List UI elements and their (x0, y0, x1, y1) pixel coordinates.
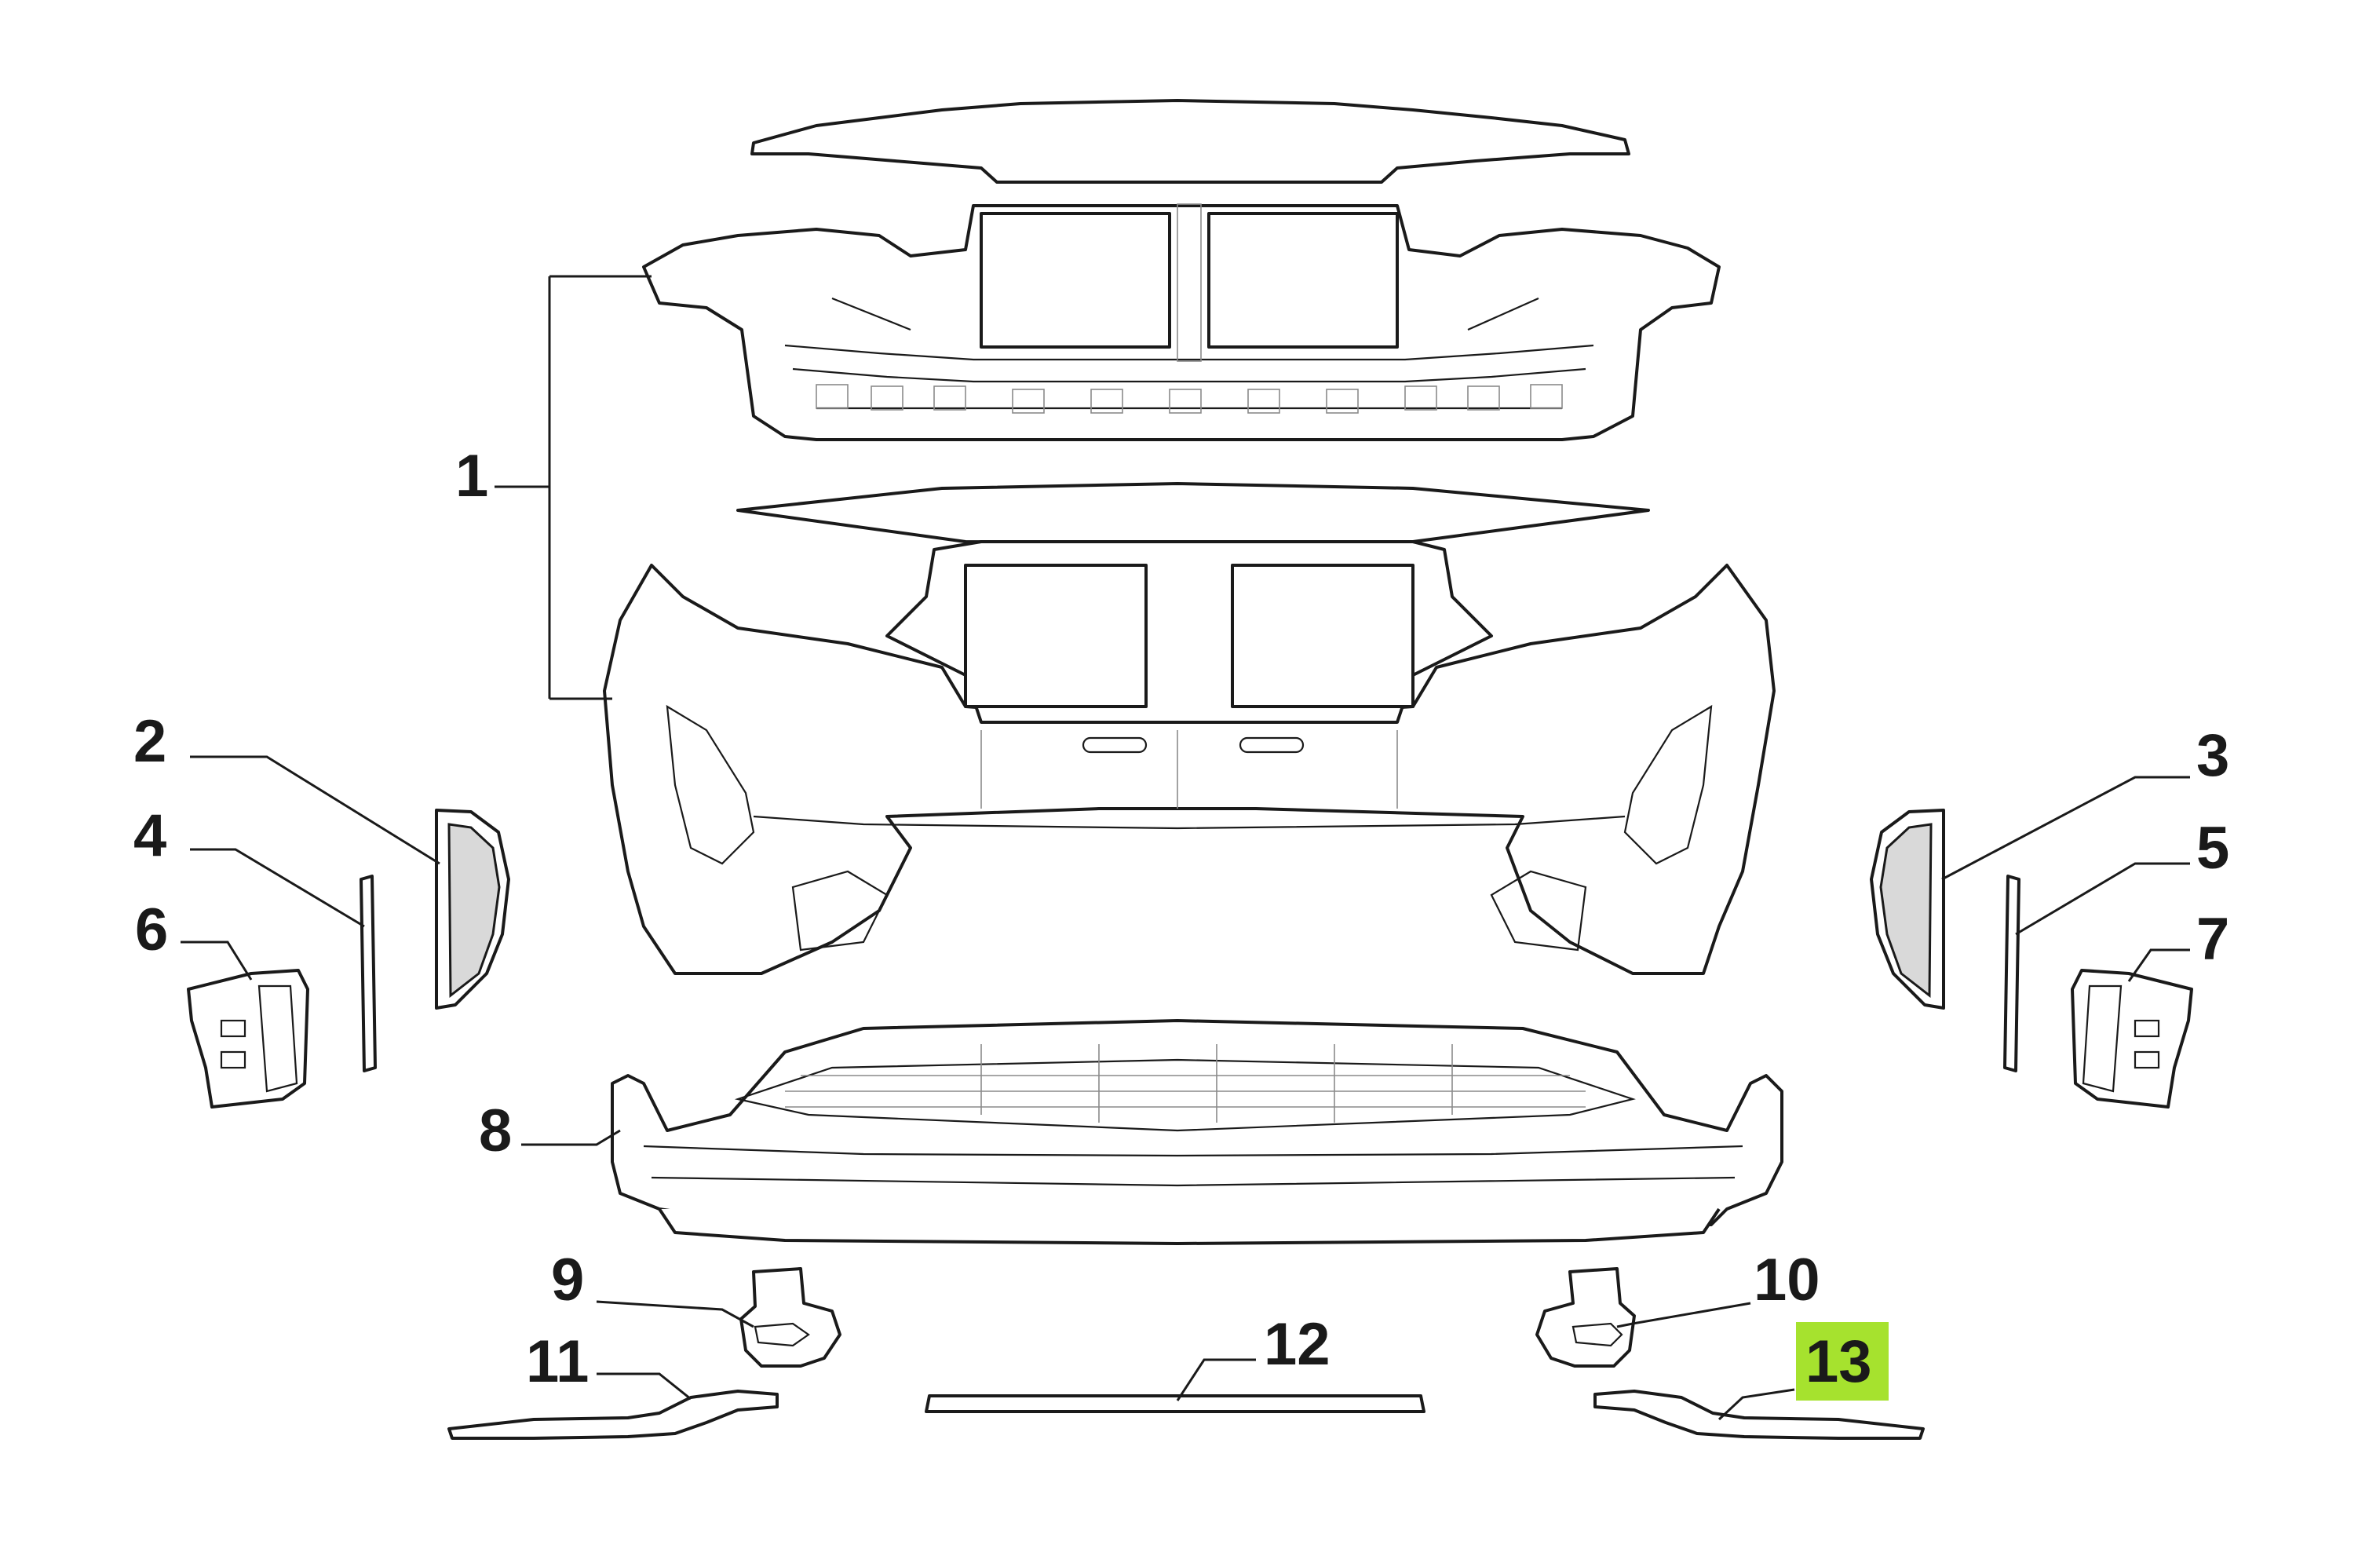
callout-label-2: 2 (133, 708, 166, 775)
right-side-grille[interactable] (1870, 809, 1945, 1010)
callout-label-6: 6 (135, 897, 168, 963)
center-lower-moulding[interactable] (925, 1394, 1425, 1413)
callout-13[interactable]: 13 (1796, 1322, 1889, 1401)
callout-label-9: 9 (551, 1247, 584, 1313)
callout-label-1: 1 (455, 443, 488, 510)
callout-label-5: 5 (2196, 815, 2229, 882)
callout-7[interactable]: 7 (2196, 906, 2229, 973)
callout-8[interactable]: 8 (479, 1098, 512, 1164)
callout-5[interactable]: 5 (2196, 815, 2229, 882)
lower-bumper-spoiler[interactable] (611, 1019, 1783, 1245)
callout-label-3: 3 (2196, 722, 2229, 789)
left-lower-bracket[interactable] (739, 1267, 841, 1368)
front-bumper-cover[interactable] (603, 482, 1776, 975)
callout-3[interactable]: 3 (2196, 722, 2229, 789)
callout-label-7: 7 (2196, 906, 2229, 973)
callout-10[interactable]: 10 (1754, 1247, 1820, 1313)
callout-label-8: 8 (479, 1098, 512, 1164)
callout-1[interactable]: 1 (455, 443, 488, 510)
callout-12[interactable]: 12 (1264, 1311, 1331, 1378)
callout-2[interactable]: 2 (133, 708, 166, 775)
callout-label-10: 10 (1754, 1247, 1820, 1313)
callout-11[interactable]: 11 (526, 1328, 589, 1395)
callout-6[interactable]: 6 (135, 897, 168, 963)
left-trim-strip[interactable] (360, 875, 377, 1072)
right-trim-strip[interactable] (2003, 875, 2020, 1072)
right-lower-bracket[interactable] (1535, 1267, 1636, 1368)
callout-label-11: 11 (526, 1328, 589, 1395)
callout-9[interactable]: 9 (551, 1247, 584, 1313)
callout-label-13: 13 (1805, 1328, 1872, 1395)
callout-label-12: 12 (1264, 1311, 1331, 1378)
upper-crossmember[interactable] (642, 99, 1721, 441)
left-side-grille[interactable] (435, 809, 510, 1010)
right-fog-lamp-bracket[interactable] (2071, 969, 2193, 1109)
left-lower-moulding[interactable] (447, 1390, 779, 1440)
left-fog-lamp-bracket[interactable] (187, 969, 309, 1109)
callout-13-highlight (1796, 1322, 1889, 1401)
right-lower-moulding[interactable] (1593, 1390, 1925, 1440)
leader-lines (181, 275, 2190, 1421)
callout-4[interactable]: 4 (133, 802, 166, 869)
callout-label-4: 4 (133, 802, 166, 869)
